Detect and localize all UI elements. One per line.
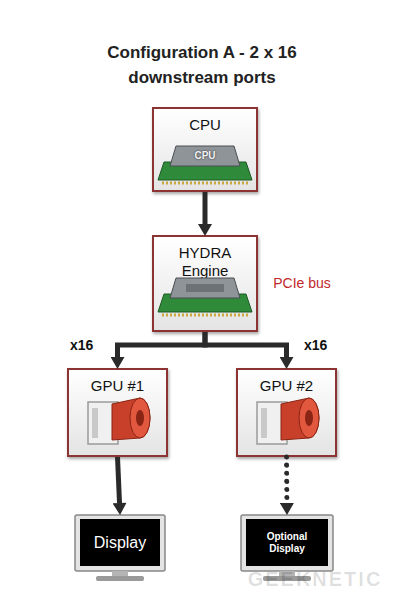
box-label: HYDRA Engine [154, 244, 256, 280]
node-text-group: GPU #1 [69, 377, 166, 395]
bus-arrow [203, 192, 208, 224]
card-body [88, 402, 118, 444]
fan-hub [305, 410, 313, 426]
watermark: GEEKNETIC [240, 568, 390, 591]
chip-die [170, 146, 240, 166]
display-label: Optional Display [262, 531, 312, 555]
bus-arrow [118, 457, 120, 503]
box-label: CPU [154, 116, 256, 134]
node-text-group: GPU #2 [238, 377, 335, 395]
card-bracket [92, 408, 98, 438]
process-box: GPU #1 [67, 368, 168, 457]
box-label: GPU #1 [69, 377, 166, 395]
node-text-group: Display [80, 519, 160, 566]
gpu-card-icon [257, 398, 319, 444]
process-box: HYDRA Engine [152, 235, 258, 332]
fan-shroud [281, 398, 319, 440]
monitor-screen [80, 519, 160, 566]
monitor-neck [112, 571, 128, 576]
node-text-group: HYDRA Engine [154, 244, 256, 280]
gpu-card-icon [88, 398, 150, 444]
card-body [257, 402, 287, 444]
monitor-screen [246, 519, 328, 566]
bus-arrow [205, 332, 287, 357]
fan [299, 398, 319, 438]
node-text-group: Optional Display [246, 519, 328, 566]
card-bracket [261, 408, 267, 438]
chip-board [158, 294, 252, 312]
chip-marking [186, 284, 224, 292]
chip-pins [162, 314, 250, 317]
display-label: Display [94, 534, 146, 552]
monitor-bezel [241, 515, 333, 571]
fan-shroud [112, 398, 150, 440]
process-box: CPU [152, 107, 258, 192]
diagram-title: Configuration A - 2 x 16 downstream port… [72, 40, 332, 90]
link-width-label: x16 [70, 337, 93, 353]
bus-label: PCIe bus [262, 275, 342, 291]
hydra-chip [158, 278, 252, 315]
chip-marking-text: CPU [185, 150, 225, 161]
monitor-bezel [75, 515, 165, 571]
display-monitor: Display [74, 514, 166, 582]
optional-link-arrow [284, 457, 289, 503]
node-text-group: CPU [154, 116, 256, 134]
chip-board [158, 162, 252, 180]
chip-pins [162, 182, 250, 185]
link-width-label: x16 [304, 337, 327, 353]
box-label: GPU #2 [238, 377, 335, 395]
cpu-chip [158, 146, 252, 183]
process-box: GPU #2 [236, 368, 337, 457]
fan [130, 398, 150, 438]
monitor-base [96, 576, 144, 581]
fan-hub [136, 410, 144, 426]
bus-arrow [118, 332, 206, 357]
chip-die [170, 278, 240, 298]
